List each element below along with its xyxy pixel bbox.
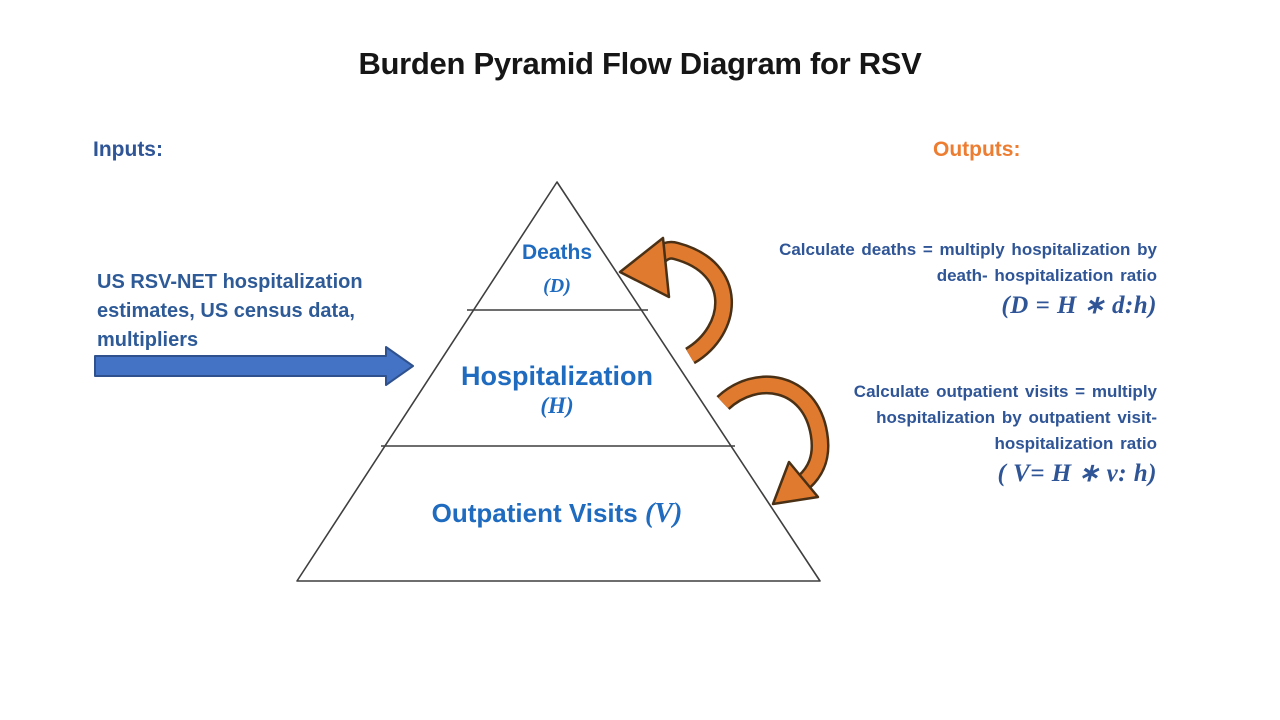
output-text-line: hospitalization ratio [994, 434, 1157, 453]
input-text-line: US RSV-NET hospitalization [97, 271, 363, 293]
output-text-line: Calculate deaths = multiply hospitalizat… [779, 240, 1157, 259]
deaths-formula: (D = H ∗ d:h) [1001, 292, 1157, 319]
input-text-line: multipliers [97, 329, 199, 351]
pyramid-level-deaths-symbol: (D) [543, 275, 571, 297]
output-text-line: hospitalization by outpatient visit- [876, 408, 1157, 427]
outpatient-label-symbol: (V) [645, 498, 683, 529]
visits-formula: ( V= H ∗ v: h) [997, 460, 1157, 487]
deaths-ratio-arrow-icon [618, 236, 733, 365]
outpatient-label-text: Outpatient Visits [431, 498, 638, 528]
output-deaths-annotation: Calculate deaths = multiply hospitalizat… [779, 237, 1157, 322]
pyramid-triangle [296, 181, 821, 582]
visits-ratio-arrow-icon [716, 375, 830, 506]
output-text-line: Calculate outpatient visits = multiply [853, 382, 1157, 401]
input-arrow-icon [94, 346, 414, 386]
pyramid-level-deaths-label: Deaths [521, 241, 593, 264]
pyramid-level-hospitalization-symbol: (H) [540, 393, 574, 418]
pyramid-shape [296, 181, 821, 582]
input-description: US RSV-NET hospitalization estimates, US… [97, 268, 407, 355]
output-visits-annotation: Calculate outpatient visits = multiply h… [854, 379, 1157, 490]
inputs-label: Inputs: [93, 138, 163, 161]
pyramid-level-hospitalization-label: Hospitalization [460, 361, 653, 391]
input-text-line: estimates, US census data, [97, 300, 355, 322]
outputs-label: Outputs: [933, 138, 1021, 161]
pyramid-level-outpatient-label: Outpatient Visits (V) [382, 498, 732, 530]
output-text-line: death- hospitalization ratio [936, 266, 1157, 285]
page-title: Burden Pyramid Flow Diagram for RSV [358, 46, 922, 81]
